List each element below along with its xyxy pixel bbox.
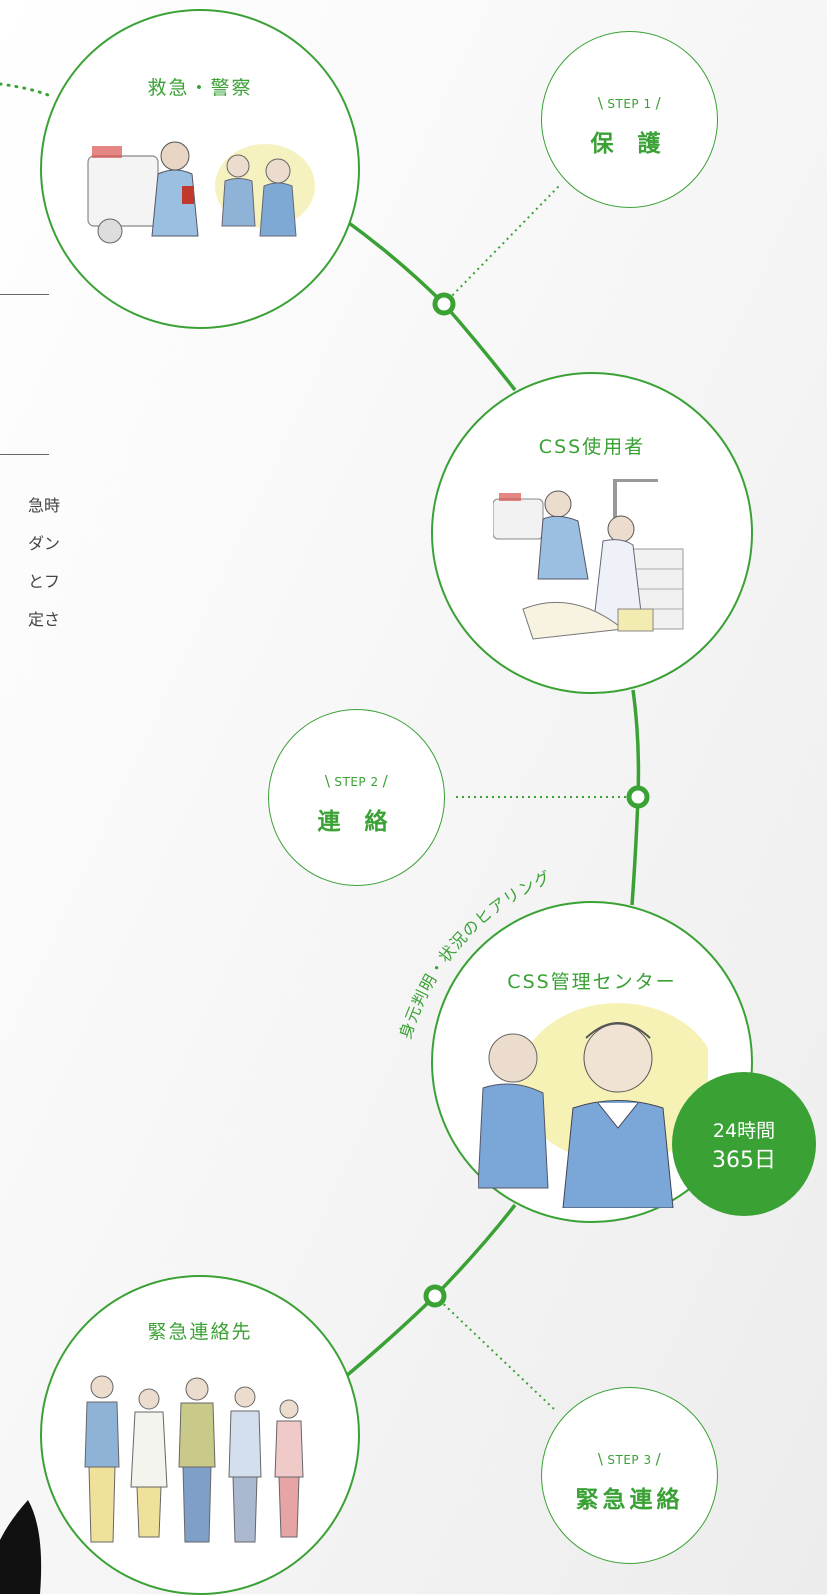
- badge-line1: 24時間: [712, 1120, 776, 1142]
- step3-label-wrap: \STEP 3/: [597, 1450, 662, 1468]
- node-user: CSS使用者: [431, 372, 753, 694]
- step3-title: 緊急連絡: [575, 1487, 684, 1513]
- side-text-1: 急時: [27, 496, 60, 515]
- node-contacts: 緊急連絡先: [40, 1275, 360, 1595]
- top-dotted-line: [0, 82, 50, 97]
- operator-illustration: [478, 1003, 708, 1208]
- divider-top: [0, 294, 49, 295]
- step2-circle: \STEP 2/ 連 絡: [268, 709, 445, 886]
- node-user-title: CSS使用者: [538, 436, 646, 458]
- police-ambulance-illustration: [87, 141, 315, 244]
- family-illustration: [84, 1375, 304, 1543]
- node-emergency: 救急・警察: [40, 9, 360, 329]
- step3-circle: \STEP 3/ 緊急連絡: [541, 1387, 718, 1564]
- partial-image-edge: [0, 1500, 42, 1594]
- node-center: CSS管理センター: [431, 901, 753, 1223]
- step2-label: STEP 2: [334, 775, 379, 789]
- step1-connector: [443, 184, 561, 305]
- badge-line2: 365日: [712, 1148, 776, 1173]
- 24h-badge: 24時間 365日: [672, 1072, 816, 1216]
- node-emergency-title: 救急・警察: [147, 77, 253, 99]
- step1-label: STEP 1: [607, 97, 652, 111]
- node-contacts-title: 緊急連絡先: [147, 1321, 253, 1343]
- rescue-illustration: [493, 479, 684, 640]
- side-text-2: ダン: [27, 534, 60, 553]
- step2-label-wrap: \STEP 2/: [324, 772, 389, 790]
- side-text-4: 定さ: [27, 610, 60, 629]
- node-center-title: CSS管理センター: [507, 971, 677, 993]
- node-dot-1: [432, 292, 456, 316]
- step2-title: 連 絡: [317, 809, 396, 835]
- node-dot-3: [423, 1284, 447, 1308]
- step1-label-wrap: \STEP 1/: [597, 94, 662, 112]
- step1-title: 保 護: [590, 131, 669, 157]
- node-dot-2: [626, 785, 650, 809]
- step3-label: STEP 3: [607, 1453, 652, 1467]
- arc-segment-1: [343, 218, 517, 392]
- step1-circle: \STEP 1/ 保 護: [541, 31, 718, 208]
- step3-connector: [434, 1295, 556, 1411]
- side-text-3: とフ: [27, 572, 60, 591]
- divider-bottom: [0, 454, 49, 455]
